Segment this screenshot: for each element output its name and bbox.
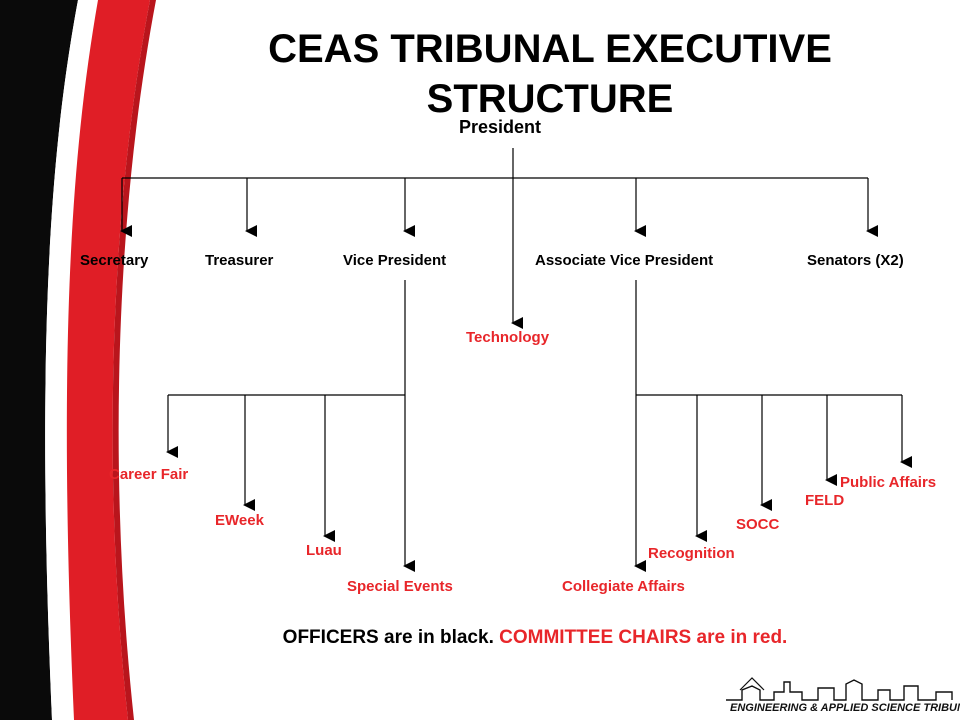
node-associate-vice-president: Associate Vice President [535,252,714,269]
black-swoosh [0,0,78,720]
node-senators: Senators (X2) [807,252,904,269]
node-treasurer: Treasurer [205,252,274,269]
node-luau: Luau [306,542,342,559]
red-swoosh-highlight [112,0,156,720]
node-feld: FELD [805,492,845,509]
node-technology: Technology [466,329,550,346]
node-special-events: Special Events [347,578,453,595]
color-legend: OFFICERS are in black. COMMITTEE CHAIRS … [0,626,960,650]
node-collegiate-affairs: Collegiate Affairs [562,578,685,595]
tribunal-logo-text: ENGINEERING & APPLIED SCIENCE TRIBUNAL [730,702,960,714]
node-secretary: Secretary [80,252,149,269]
node-recognition: Recognition [648,545,735,562]
page-title: CEAS TRIBUNAL EXECUTIVE STRUCTURE [268,27,832,121]
node-eweek: EWeek [215,512,264,529]
node-socc: SOCC [736,516,780,533]
node-vice-president: Vice President [343,252,447,269]
legend-officers: OFFICERS are in black. [282,627,494,648]
node-president: President [459,117,542,137]
white-stripe [45,0,98,720]
node-public-affairs: Public Affairs [840,474,937,491]
legend-committee-chairs: COMMITTEE CHAIRS are in red. [499,627,788,648]
node-career-fair: Career Fair [109,466,189,483]
red-swoosh [66,0,150,720]
tribunal-skyline-logo [726,677,953,701]
